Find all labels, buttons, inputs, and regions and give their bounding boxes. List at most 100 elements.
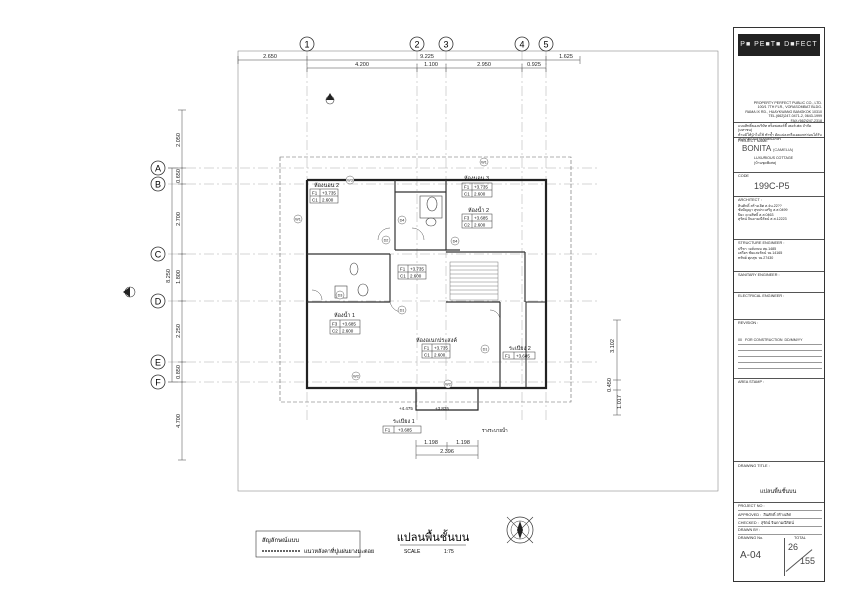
svg-text:C2: C2 [464, 223, 470, 228]
column-bubbles: 1 2 3 4 5 [299, 36, 554, 52]
svg-text:F3: F3 [332, 322, 338, 327]
marker-d3-b: D4 [453, 240, 458, 244]
dim-sub-1: 4.200 [355, 62, 369, 68]
grid-lines-horizontal [168, 167, 600, 383]
approved-row: APPROVED : สินศักดิ์ สร้างเลิศ [738, 513, 791, 517]
grid-col-5: 5 [543, 40, 548, 50]
svg-text:C1: C1 [312, 198, 318, 203]
architect-list: สินศักดิ์ สร้างเลิศ ส.4น.22?? ชัยปัญญา ส… [738, 204, 788, 222]
section-marker-left [123, 286, 136, 298]
svg-text:+3.685: +3.685 [516, 354, 530, 359]
svg-text:C2: C2 [332, 329, 338, 334]
code-label: CODE [738, 174, 749, 178]
company-logo: P■ PE■T■ D■FECT [738, 34, 820, 56]
grid-row-f: F [155, 378, 161, 388]
tag-balcony2: F1 +3.685 [502, 351, 536, 360]
drawing-number: A-04 [740, 550, 762, 561]
legend-text: แนวหลังคาที่ปูแผ่นยางมะตอย [304, 547, 374, 555]
marker-w1-top: W1 [481, 161, 487, 165]
project-line3: (บ้านชุดพิเศษ) [754, 161, 777, 165]
tag-markers: W1 W1 W3 D4 D4 D2 D1 D1 W2 W2 D3 [293, 157, 490, 389]
room-living-name: ห้องอเนกประสงค์ [416, 337, 457, 344]
dim-top-1: 2.650 [263, 54, 277, 60]
left-dimensions [168, 109, 186, 461]
svg-text:2.600: 2.600 [474, 192, 486, 197]
project-no-label: PROJECT NO : [738, 504, 765, 508]
area-stamp-label: AREA STAMP : [738, 380, 765, 384]
svg-text:+3.735: +3.735 [322, 191, 336, 196]
structural-label: STRUCTURE ENGINEER : [738, 241, 785, 245]
svg-text:+3.685: +3.685 [342, 322, 356, 327]
level-b: +3.835 [435, 406, 449, 411]
project-line2: LUXURIOUS COTTAGE [754, 156, 794, 160]
electrical-label: ELECTRICAL ENGINEER : [738, 294, 785, 298]
sheet-number: 26 [788, 542, 799, 552]
room-bath1-name: ห้องน้ำ 1 [334, 311, 355, 319]
dim-left-1: 2.050 [176, 133, 182, 147]
dim-right-2: 0.450 [607, 378, 613, 392]
drawing-title: แปลนพื้นชั้นบน [397, 529, 470, 544]
title-block-drawing-title: แปลนพื้นชั้นบน [760, 489, 797, 495]
svg-text:+3.685: +3.685 [398, 428, 412, 433]
dim-right-3: 1.017 [617, 395, 623, 409]
grid-row-a: A [155, 164, 161, 174]
tag-bed3: F1 +3.735 C1 2.600 [461, 182, 493, 198]
marker-d1-b: D1 [483, 348, 488, 352]
right-dimensions [613, 319, 621, 416]
dim-left-7: 0.850 [176, 365, 182, 379]
grid-row-e: E [155, 358, 161, 368]
svg-text:+3.735: +3.735 [410, 267, 424, 272]
tag-living: F1 +3.735 C1 2.600 [421, 343, 451, 359]
bottom-dimensions [415, 440, 479, 459]
section-marker-top [325, 93, 335, 105]
svg-text:F1: F1 [385, 428, 391, 433]
room-bed3-name: ห้องนอน 3 [464, 175, 489, 182]
grid-row-c: C [155, 250, 162, 260]
dim-sub-3: 2.950 [477, 62, 491, 68]
project-name: BONITA (CAMELIA) [742, 144, 794, 153]
grid-lines-vertical [306, 50, 547, 420]
company-info: PROPERTY PERFECT PUBLIC CO., LTD. 100/1 … [745, 101, 822, 123]
room-balcony1-name: ระเบียง 1 [393, 418, 415, 425]
dim-right-1: 3.102 [610, 339, 616, 353]
tag-bath1: F3 +3.685 C2 2.600 [329, 319, 361, 335]
revision-label: REVISION : [738, 321, 759, 325]
grid-col-4: 4 [519, 40, 524, 50]
balcony-1-outline [415, 388, 479, 411]
marker-w1-left: W1 [295, 218, 301, 222]
svg-text:2.600: 2.600 [474, 223, 486, 228]
dim-left-5: 8.250 [166, 269, 172, 283]
svg-text:2.600: 2.600 [342, 329, 354, 334]
room-bath2-name: ห้องน้ำ 2 [468, 206, 489, 214]
architect-label: ARCHITECT : [738, 198, 762, 202]
scale-label: SCALE [404, 549, 421, 555]
roof-outline [279, 156, 572, 403]
grid-row-b: B [155, 180, 161, 190]
tag-hall: F1 +3.735 C1 2.600 [397, 264, 427, 280]
dim-bottom-3: 2.396 [440, 449, 454, 455]
door-swings [311, 227, 501, 321]
level-a: +4.475 [399, 406, 413, 411]
svg-text:C1: C1 [400, 274, 406, 279]
dim-left-3: 2.700 [176, 212, 182, 226]
svg-text:F1: F1 [505, 354, 511, 359]
gutter-label: รางระบายน้ำ [482, 427, 508, 433]
total-label: TOTAL [794, 536, 806, 540]
svg-text:2.600: 2.600 [434, 353, 446, 358]
north-arrow-icon [506, 516, 534, 544]
bathroom-fixtures [334, 195, 443, 299]
room-bed2-name: ห้องนอน 2 [314, 182, 339, 189]
dim-left-8: 4.700 [176, 414, 182, 428]
grid-row-d: D [155, 297, 162, 307]
scale-value: 1:75 [444, 549, 454, 555]
svg-text:F1: F1 [400, 267, 406, 272]
dim-top-2: 9.225 [420, 54, 434, 60]
dim-bottom-2: 1.198 [456, 440, 470, 446]
tag-balcony1: F1 +3.685 [382, 425, 422, 434]
dim-bottom-1: 1.198 [424, 440, 438, 446]
tag-bath2: F3 +3.685 C2 2.600 [461, 213, 493, 229]
marker-w3: W3 [347, 179, 353, 183]
svg-text:2.600: 2.600 [410, 274, 422, 279]
dim-sub-2: 1.100 [424, 62, 438, 68]
